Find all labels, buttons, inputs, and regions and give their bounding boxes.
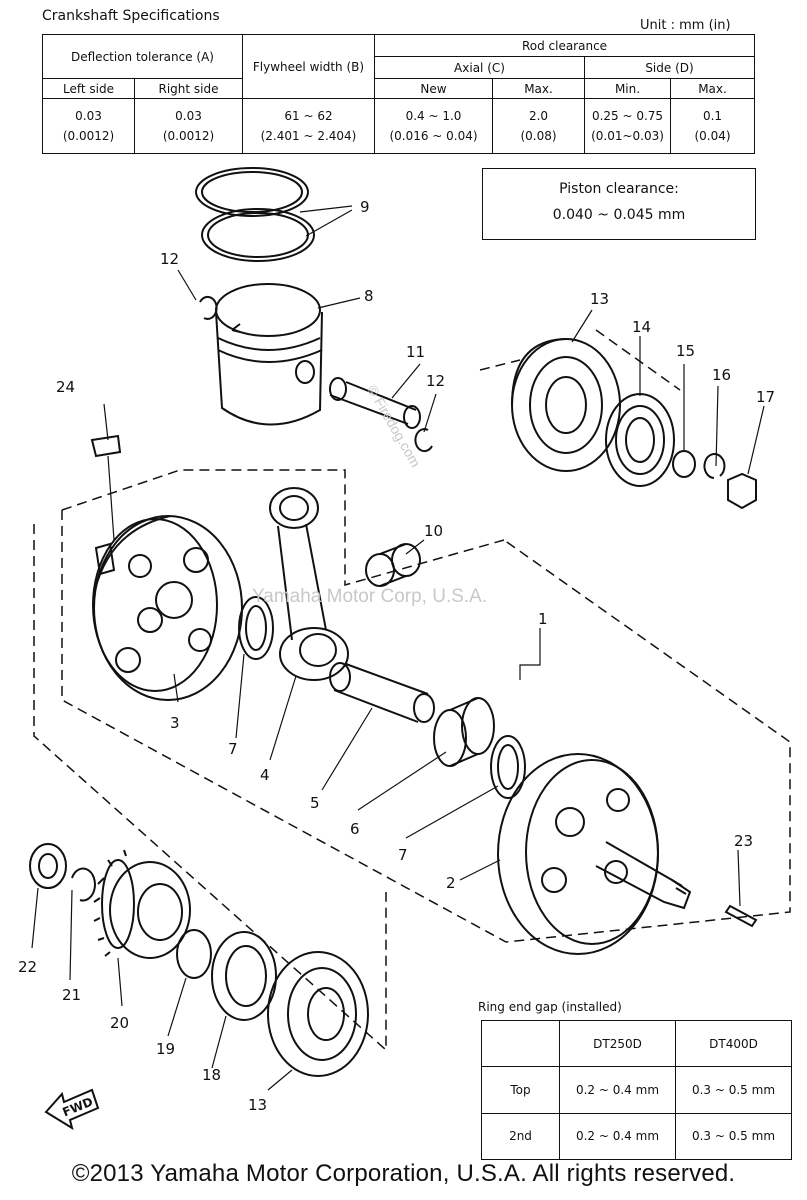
fwd-arrow-shape [44, 1088, 100, 1131]
crankshaft-spec-table: Deflection tolerance (A) Flywheel width … [42, 34, 755, 154]
o-ring [176, 929, 212, 979]
side-min-header: Min. [584, 78, 671, 99]
oil-seal-lower [211, 931, 277, 1021]
circlip-gear [71, 867, 96, 902]
ring-row-value: 0.3 ~ 0.5 mm [675, 1066, 792, 1114]
callout-23: 23 [734, 832, 754, 850]
primary-drive-gear [93, 849, 191, 959]
callout-21: 21 [62, 986, 82, 1004]
right-crank-wheel [497, 753, 692, 955]
callout-9: 9 [360, 198, 370, 216]
callout-12-right: 12 [426, 372, 446, 390]
cotter-pin [724, 904, 758, 928]
callout-5: 5 [310, 794, 320, 812]
left-side-value: 0.03(0.0012) [42, 98, 135, 154]
callout-1: 1 [538, 610, 548, 628]
watermark-text: Yamaha Motor Corp, U.S.A. [252, 586, 488, 607]
crank-bearing-top [511, 338, 621, 472]
big-end-bearing [433, 697, 495, 767]
callout-4: 4 [260, 766, 270, 784]
side-max-value: 0.1(0.04) [670, 98, 755, 154]
crank-nut [727, 472, 757, 510]
thrust-washer-right [490, 735, 526, 799]
oil-seal-right [605, 393, 675, 487]
callout-13-top: 13 [590, 290, 610, 308]
callout-15: 15 [676, 342, 696, 360]
axial-header: Axial (C) [374, 56, 585, 79]
ring-gap-table: DT250D DT400D Top 0.2 ~ 0.4 mm 0.3 ~ 0.5… [481, 1019, 792, 1161]
ring-row-value: 0.2 ~ 0.4 mm [559, 1066, 676, 1114]
ring-gap-title: Ring end gap (installed) [478, 1000, 622, 1014]
ring-row-label: 2nd [481, 1112, 560, 1161]
callout-7-right: 7 [398, 846, 408, 864]
right-side-value: 0.03(0.0012) [134, 98, 243, 154]
ring-row-value: 0.2 ~ 0.4 mm [559, 1112, 676, 1161]
piston-rings [195, 167, 315, 262]
ring-row-value: 0.3 ~ 0.5 mm [675, 1112, 792, 1161]
callout-13-bottom: 13 [248, 1096, 268, 1114]
callout-11: 11 [406, 343, 426, 361]
callout-16: 16 [712, 366, 732, 384]
washer [672, 450, 696, 478]
piston-clearance-label: Piston clearance: [559, 181, 679, 197]
side-min-value: 0.25 ~ 0.75(0.01~0.03) [584, 98, 671, 154]
copyright-footer: ©2013 Yamaha Motor Corporation, U.S.A. A… [71, 1160, 736, 1187]
crank-bearing-bottom [267, 951, 369, 1077]
circlip-right [414, 428, 433, 453]
callout-20: 20 [110, 1014, 130, 1032]
callout-24: 24 [56, 378, 76, 396]
callout-3: 3 [170, 714, 180, 732]
spring-washer [703, 453, 726, 479]
piston-clearance-box: Piston clearance: 0.040 ~ 0.045 mm [482, 168, 756, 240]
piston-pin [329, 377, 421, 429]
callout-19: 19 [156, 1040, 176, 1058]
small-end-bearing [365, 543, 421, 587]
connecting-rod [269, 487, 349, 681]
thrust-washer-left [238, 596, 274, 660]
flywheel-value: 61 ~ 62(2.401 ~ 2.404) [242, 98, 375, 154]
axial-max-value: 2.0(0.08) [492, 98, 585, 154]
ring-corner-cell [481, 1019, 560, 1068]
spec-title: Crankshaft Specifications [42, 8, 220, 24]
callout-22: 22 [18, 958, 38, 976]
ring-col-dt250d: DT250D [559, 1019, 676, 1068]
callout-8: 8 [364, 287, 374, 305]
callout-7-left: 7 [228, 740, 238, 758]
callout-2: 2 [446, 874, 456, 892]
deflection-header: Deflection tolerance (A) [42, 34, 243, 79]
callout-17: 17 [756, 388, 776, 406]
axial-max-header: Max. [492, 78, 585, 99]
oil-seal-left [29, 843, 67, 889]
callout-12-left: 12 [160, 250, 180, 268]
callout-6: 6 [350, 820, 360, 838]
ring-row-label: Top [481, 1066, 560, 1114]
callout-14: 14 [632, 318, 652, 336]
callout-10: 10 [424, 522, 444, 540]
circlip-left [199, 295, 218, 320]
piston-clearance-value: 0.040 ~ 0.045 mm [552, 207, 686, 223]
crank-pin [329, 662, 435, 723]
woodruff-key [90, 434, 122, 458]
piston [215, 283, 323, 426]
callout-18: 18 [202, 1066, 222, 1084]
ring-col-dt400d: DT400D [675, 1019, 792, 1068]
axial-new-value: 0.4 ~ 1.0(0.016 ~ 0.04) [374, 98, 493, 154]
unit-label: Unit : mm (in) [640, 18, 731, 33]
left-crank-wheel [92, 515, 243, 701]
